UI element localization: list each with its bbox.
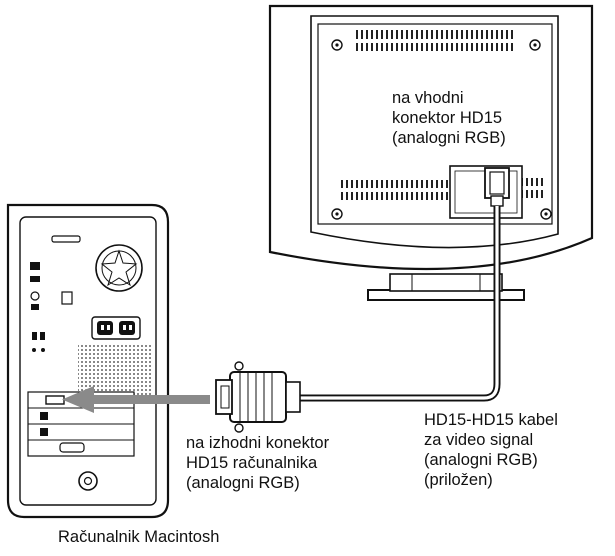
cable-label: HD15-HD15 kabel za video signal (analogn… — [424, 410, 558, 490]
hd15-cable — [300, 206, 501, 402]
monitor-rear — [268, 4, 594, 301]
cable-line-1: HD15-HD15 kabel — [424, 411, 558, 429]
computer-output-line-2: HD15 računalnika — [186, 454, 318, 472]
monitor-input-line-3: (analogni RGB) — [392, 129, 506, 147]
monitor-input-line-1: na vhodni — [392, 89, 464, 107]
computer-output-line-3: (analogni RGB) — [186, 474, 300, 492]
hd15-plug — [215, 361, 301, 433]
computer-output-label: na izhodni konektor HD15 računalnika (an… — [186, 433, 329, 493]
cable-line-4: (priložen) — [424, 471, 493, 489]
computer-rear — [6, 203, 170, 519]
connection-arrow — [62, 386, 210, 413]
cable-line-3: (analogni RGB) — [424, 451, 538, 469]
monitor-input-label: na vhodni konektor HD15 (analogni RGB) — [392, 88, 506, 148]
computer-output-line-1: na izhodni konektor — [186, 434, 330, 452]
cable-line-2: za video signal — [424, 431, 534, 449]
monitor-input-line-2: konektor HD15 — [392, 109, 503, 127]
computer-caption: Računalnik Macintosh — [58, 528, 220, 546]
